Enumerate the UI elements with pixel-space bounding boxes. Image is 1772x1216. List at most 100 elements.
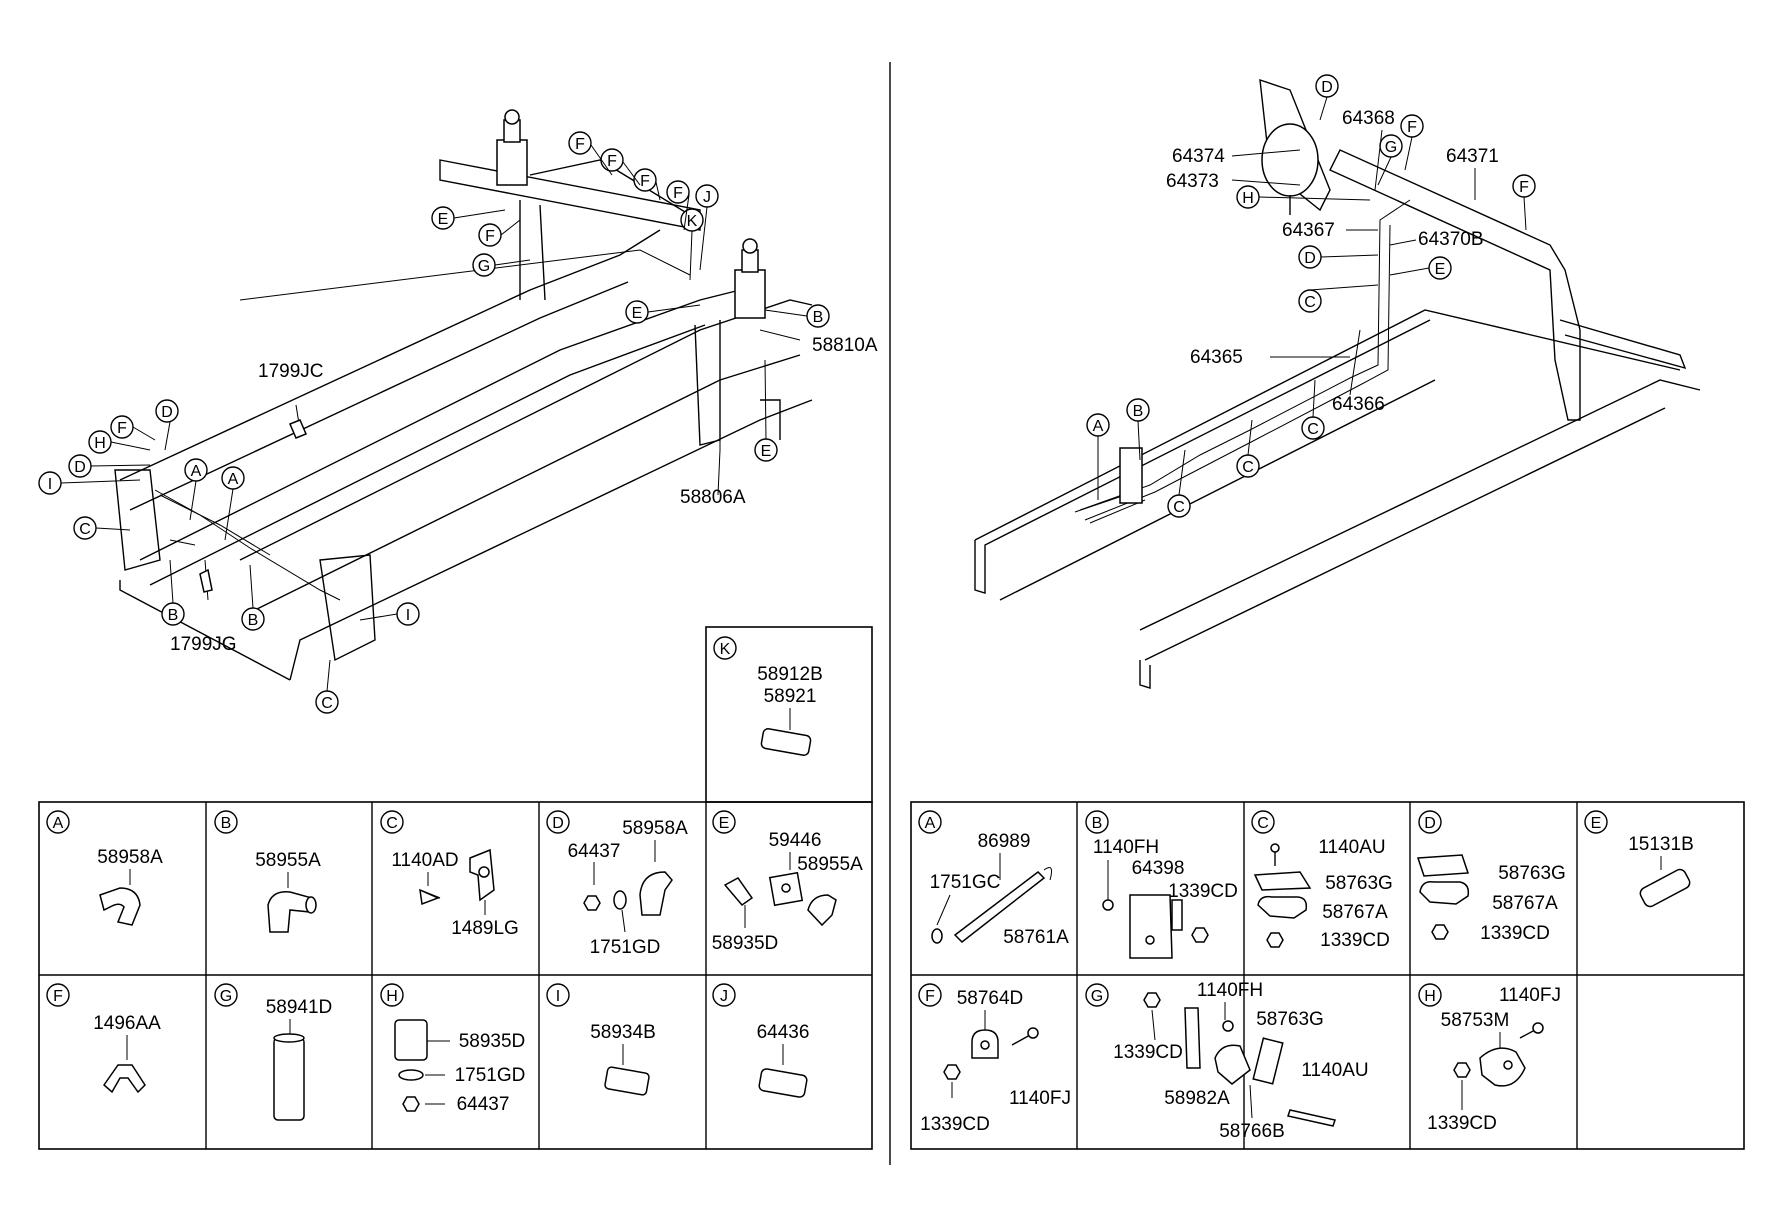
svg-text:58763G: 58763G: [1256, 1009, 1324, 1030]
svg-text:58764D: 58764D: [957, 988, 1024, 1009]
callout-circle: C: [1167, 494, 1191, 518]
callout-circle: C: [315, 690, 339, 714]
left-detail-C: C 1140AD 1489LG: [380, 810, 519, 939]
callout-circle: E: [625, 300, 649, 324]
svg-text:J: J: [720, 988, 728, 1005]
svg-text:58941D: 58941D: [266, 997, 333, 1018]
right-detail-G: G 1140FH 1339CD 58763G 1140AU 58982A 587…: [1085, 980, 1369, 1142]
svg-text:F: F: [117, 420, 127, 437]
svg-text:A: A: [191, 463, 202, 480]
callout-circle: H: [88, 430, 112, 454]
callout-circle: C: [73, 516, 97, 540]
svg-text:F: F: [1519, 179, 1529, 196]
svg-text:64436: 64436: [757, 1022, 810, 1043]
callout-circle: B: [161, 602, 185, 626]
svg-text:64371: 64371: [1446, 146, 1499, 167]
callout-circle: A: [184, 458, 208, 482]
svg-text:D: D: [1304, 250, 1316, 267]
svg-text:A: A: [228, 471, 239, 488]
svg-text:58766B: 58766B: [1219, 1121, 1285, 1142]
svg-text:1751GD: 1751GD: [455, 1065, 526, 1086]
svg-text:E: E: [438, 211, 449, 228]
svg-text:58955A: 58955A: [255, 850, 321, 871]
svg-text:I: I: [556, 988, 560, 1005]
callout-circle: F: [1400, 114, 1424, 138]
svg-text:E: E: [761, 443, 772, 460]
svg-text:58753M: 58753M: [1441, 1010, 1510, 1031]
svg-text:64367: 64367: [1282, 220, 1335, 241]
svg-text:1339CD: 1339CD: [1168, 881, 1238, 902]
svg-text:D: D: [74, 459, 86, 476]
svg-text:58763G: 58763G: [1498, 863, 1566, 884]
svg-text:E: E: [719, 815, 730, 832]
svg-text:H: H: [1424, 988, 1436, 1005]
svg-text:F: F: [485, 228, 495, 245]
left-detail-I: I 58934B: [546, 983, 656, 1096]
callout-circle: E: [1428, 256, 1452, 280]
svg-text:F: F: [607, 153, 617, 170]
svg-text:1751GD: 1751GD: [590, 937, 661, 958]
right-detail-B: B 1140FH 64398 1339CD: [1085, 810, 1238, 959]
callout-circle: C: [1236, 454, 1260, 478]
svg-text:G: G: [1091, 988, 1103, 1005]
left-detail-H: H 58935D 1751GD 64437: [380, 983, 526, 1115]
callout-circle: I: [38, 471, 62, 495]
callout-circle: B: [241, 607, 265, 631]
svg-text:1140AU: 1140AU: [1318, 837, 1385, 858]
left-assembly-drawing: [114, 109, 813, 681]
svg-text:G: G: [1385, 139, 1397, 156]
svg-text:D: D: [1424, 815, 1436, 832]
svg-text:15131B: 15131B: [1628, 834, 1694, 855]
svg-text:B: B: [1133, 403, 1144, 420]
svg-text:58921: 58921: [764, 686, 817, 707]
left-detail-A: A 58958A: [46, 810, 163, 926]
svg-text:1751GC: 1751GC: [930, 872, 1001, 893]
callout-circle: E: [754, 438, 778, 462]
svg-text:G: G: [478, 258, 490, 275]
svg-text:1140FJ: 1140FJ: [1499, 985, 1561, 1006]
left-detail-J: J 64436: [712, 983, 810, 1098]
svg-text:H: H: [94, 435, 106, 452]
right-callouts: D F G H D E C C C A B C F 64374 64373 64…: [1086, 74, 1536, 518]
right-detail-E: E 15131B: [1584, 810, 1694, 908]
callout-circle: H: [1236, 185, 1260, 209]
svg-text:58810A: 58810A: [812, 335, 878, 356]
svg-text:C: C: [1307, 421, 1319, 438]
svg-text:64370B: 64370B: [1418, 229, 1484, 250]
svg-text:58761A: 58761A: [1003, 927, 1069, 948]
svg-text:1140AD: 1140AD: [391, 850, 458, 871]
left-detail-B: B 58955A: [214, 810, 321, 933]
svg-text:64365: 64365: [1190, 347, 1243, 368]
left-detail-D: D 58958A 64437 1751GD: [546, 810, 688, 958]
svg-text:F: F: [575, 136, 585, 153]
callout-circle: G: [1379, 134, 1403, 158]
callout-circle: B: [806, 304, 830, 328]
svg-text:B: B: [1092, 815, 1103, 832]
svg-text:64437: 64437: [568, 841, 621, 862]
svg-text:A: A: [53, 815, 64, 832]
svg-text:D: D: [552, 815, 564, 832]
svg-text:58763G: 58763G: [1325, 873, 1393, 894]
svg-text:86989: 86989: [978, 831, 1031, 852]
callout-circle: F: [600, 148, 624, 172]
callout-circle: F: [568, 131, 592, 155]
svg-text:K: K: [687, 213, 698, 230]
callout-circle: A: [1086, 413, 1110, 437]
svg-text:D: D: [161, 404, 173, 421]
callout-circle: A: [221, 466, 245, 490]
svg-text:J: J: [703, 189, 711, 206]
svg-text:A: A: [1093, 418, 1104, 435]
callout-circle: E: [431, 206, 455, 230]
svg-text:64373: 64373: [1166, 171, 1219, 192]
svg-text:F: F: [1407, 119, 1417, 136]
svg-text:1496AA: 1496AA: [93, 1013, 161, 1034]
svg-text:1339CD: 1339CD: [1480, 923, 1550, 944]
svg-text:58934B: 58934B: [590, 1022, 656, 1043]
right-detail-A: A 86989 1751GC 58761A: [918, 810, 1069, 948]
svg-text:1140FJ: 1140FJ: [1009, 1088, 1071, 1109]
svg-text:1339CD: 1339CD: [1113, 1042, 1183, 1063]
svg-text:K: K: [720, 641, 731, 658]
svg-text:B: B: [813, 309, 824, 326]
svg-text:C: C: [386, 815, 398, 832]
